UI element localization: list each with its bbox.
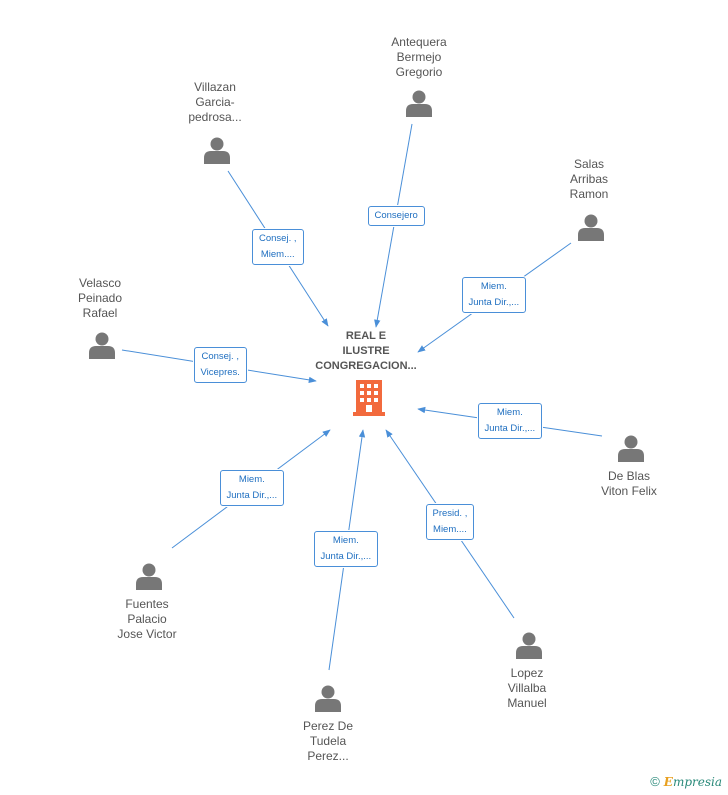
center-company-name[interactable]: REAL E ILUSTRE CONGREGACION... — [296, 329, 436, 374]
brand-logo-text: mpresia — [672, 775, 722, 789]
role-label[interactable]: Miem. Junta Dir.,... — [219, 470, 285, 506]
person-name-line: Garcia- — [195, 95, 235, 109]
footer-brand[interactable]: ©Empresia — [650, 774, 722, 789]
brand-logo-initial: E — [663, 775, 673, 789]
role-label-line: Consej. , — [259, 233, 297, 244]
person-name-line: Rafael — [82, 306, 118, 320]
person-icon[interactable] — [405, 89, 433, 117]
role-label-line: Miem.... — [433, 524, 467, 535]
role-label-line: Consej. , — [201, 351, 239, 362]
person-name-line: Perez... — [307, 749, 349, 763]
person-icon[interactable] — [577, 213, 605, 241]
person-name-line: Gregorio — [395, 65, 443, 79]
role-label-line: Miem. — [496, 407, 523, 418]
person-name-line: Ramon — [569, 187, 609, 201]
person-name-line: Arribas — [569, 172, 608, 186]
person-name-line: De Blas — [607, 469, 651, 483]
person-icon[interactable] — [135, 562, 163, 590]
role-label-line: Junta Dir.,... — [226, 490, 278, 501]
role-label[interactable]: Miem. Junta Dir.,... — [477, 403, 543, 439]
person-name-line: Salas — [573, 157, 605, 171]
person-name-line: Perez De — [302, 719, 354, 733]
copyright-symbol: © — [650, 774, 660, 789]
center-name-line: CONGREGACION... — [315, 360, 417, 372]
person-name-line: pedrosa... — [188, 110, 242, 124]
role-label-line: Junta Dir.,... — [468, 297, 520, 308]
role-label-line: Junta Dir.,... — [484, 423, 536, 434]
person-name-line: Jose Victor — [117, 627, 177, 641]
person-name-line: Peinado — [77, 291, 123, 305]
person-name-line: Manuel — [507, 696, 547, 710]
role-label[interactable]: Presid. , Miem.... — [425, 504, 475, 540]
person-name-line: Antequera — [391, 35, 447, 49]
role-label[interactable]: Miem. Junta Dir.,... — [461, 277, 527, 313]
role-label-line: Presid. , — [432, 508, 468, 519]
person-name-line: Velasco — [78, 276, 122, 290]
role-label-line: Consejero — [374, 210, 418, 221]
role-label-line: Vicepres. — [200, 367, 240, 378]
role-label-line: Junta Dir.,... — [320, 551, 372, 562]
role-label[interactable]: Miem. Junta Dir.,... — [313, 531, 379, 567]
person-name-line: Palacio — [127, 612, 167, 626]
person-icon[interactable] — [515, 631, 543, 659]
person-icon[interactable] — [88, 331, 116, 359]
center-name-line: ILUSTRE — [342, 345, 390, 357]
role-label-line: Miem.... — [260, 249, 295, 260]
role-label[interactable]: Consejero — [367, 206, 425, 226]
role-label[interactable]: Consej. , Miem.... — [252, 229, 304, 265]
building-icon[interactable] — [353, 380, 385, 416]
person-name-line: Villazan — [194, 80, 236, 94]
person-icon[interactable] — [203, 136, 231, 164]
role-label[interactable]: Consej. , Vicepres. — [193, 347, 247, 383]
role-label-line: Miem. — [332, 535, 359, 546]
person-name-line: Lopez — [510, 666, 544, 680]
role-label-line: Miem. — [480, 281, 507, 292]
person-name-line: Fuentes — [125, 597, 169, 611]
person-icon[interactable] — [314, 684, 342, 712]
person-name-line: Bermejo — [396, 50, 442, 64]
person-icon[interactable] — [617, 434, 645, 462]
person-name-line: Villalba — [507, 681, 547, 695]
center-name-line: REAL E — [345, 330, 387, 342]
person-name-line: Viton Felix — [601, 484, 657, 498]
person-name-line: Tudela — [309, 734, 347, 748]
role-label-line: Miem. — [238, 474, 265, 485]
